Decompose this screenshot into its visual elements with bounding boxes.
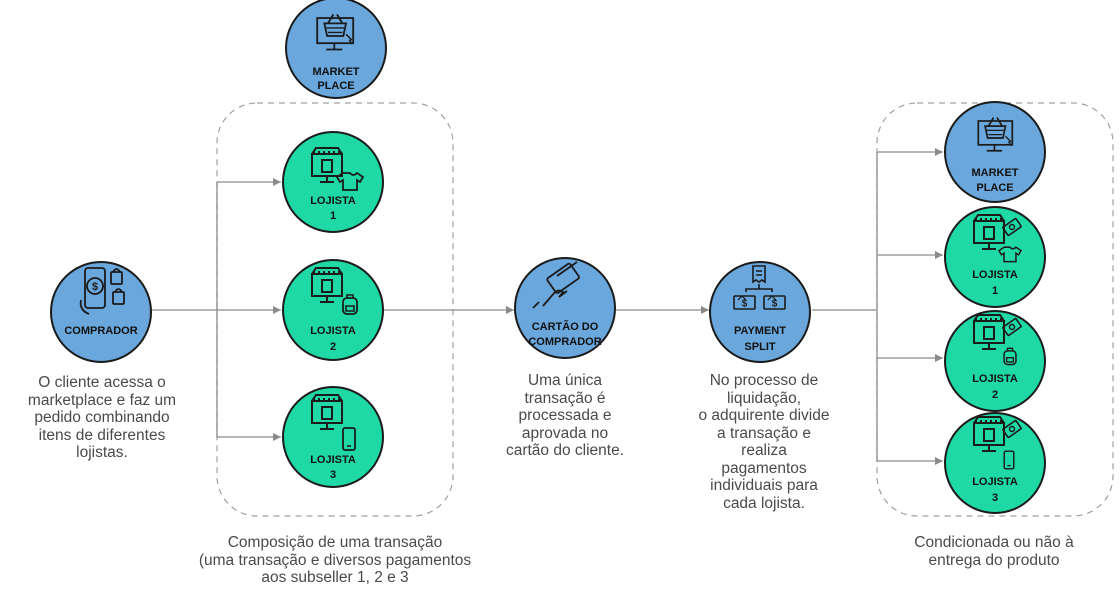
caption-line: cartão do cliente. — [505, 442, 625, 459]
caption-line: Condicionada ou não à — [914, 534, 1074, 551]
caption-line: pagamentos — [721, 459, 807, 477]
lojista3-label-1: LOJISTA — [310, 454, 356, 466]
caption-line: realiza — [741, 442, 787, 459]
node-comprador: $ COMPRADOR — [50, 261, 152, 363]
caption-line: cada lojista. — [723, 494, 805, 512]
lojista3-right-label-1: LOJISTA — [972, 476, 1018, 488]
cartao-label-1: CARTÃO DO — [532, 320, 599, 333]
hand-credit-card-icon — [532, 261, 580, 309]
caption-line: itens de diferentes — [38, 426, 166, 444]
caption-line: No processo de — [709, 372, 819, 389]
cartao-label-2: COMPRADOR — [528, 336, 601, 348]
lojista2-right-label-1: LOJISTA — [972, 373, 1018, 385]
caption-line: a transação e — [717, 424, 811, 442]
lojista3-label-2: 3 — [330, 469, 336, 481]
marketplace-label-1: MARKET — [312, 66, 359, 78]
lojista2-label-1: LOJISTA — [310, 325, 356, 337]
split-label-2: SPLIT — [744, 341, 775, 353]
caption-line: aprovada no — [521, 424, 609, 442]
caption-comprador: O cliente acessa o marketplace e faz um … — [12, 374, 192, 462]
caption-line: O cliente acessa o — [38, 374, 166, 391]
marketplace-right-label-2: PLACE — [976, 182, 1013, 194]
caption-line: o adquirente divide — [698, 407, 830, 424]
node-cartao: CARTÃO DO COMPRADOR — [514, 257, 616, 359]
lojista3-right-label-2: 3 — [992, 492, 998, 504]
lojista1-label-2: 1 — [330, 210, 336, 222]
caption-entrega: Condicionada ou não à entrega do produto — [888, 534, 1100, 569]
node-payment-split: $ $ PAYMENT SPLIT — [709, 261, 811, 363]
caption-line: lojistas. — [76, 444, 128, 461]
caption-line: marketplace e faz um — [27, 391, 177, 409]
node-lojista-1: LOJISTA 1 — [282, 131, 384, 233]
caption-line: processada e — [518, 407, 612, 424]
svg-text:$: $ — [742, 299, 748, 310]
caption-line: entrega do produto — [928, 551, 1060, 569]
caption-cartao: Uma única transação é processada e aprov… — [488, 372, 642, 460]
node-lojista-1-right: LOJISTA 1 — [944, 206, 1046, 308]
caption-line: (uma transação e diversos pagamentos — [198, 551, 472, 569]
caption-line: individuais para — [710, 477, 818, 494]
caption-line: aos subseller 1, 2 e 3 — [261, 569, 409, 586]
marketplace-label-2: PLACE — [317, 80, 354, 92]
node-lojista-2-right: LOJISTA 2 — [944, 310, 1046, 412]
node-lojista-2: LOJISTA 2 — [282, 259, 384, 361]
receipt-split-dollar-bills-icon: $ $ — [733, 265, 786, 310]
lojista2-label-2: 2 — [330, 341, 336, 353]
phone-dollar-shopping-bags-icon: $ — [79, 267, 125, 315]
comprador-label: COMPRADOR — [64, 325, 137, 337]
caption-line: transação é — [524, 389, 606, 407]
node-marketplace-right: MARKET PLACE — [944, 101, 1046, 203]
caption-split: No processo de liquidação, o adquirente … — [684, 372, 844, 512]
split-label-1: PAYMENT — [734, 325, 786, 337]
lojista1-right-label-2: 1 — [992, 285, 998, 297]
connector-lines — [150, 148, 943, 465]
caption-line: liquidação, — [726, 389, 802, 407]
svg-text:$: $ — [92, 281, 98, 293]
caption-line: pedido combinando — [34, 409, 170, 426]
marketplace-right-label-1: MARKET — [971, 167, 1018, 179]
svg-text:$: $ — [772, 299, 778, 310]
caption-line: Composição de uma transação — [227, 534, 443, 551]
lojista1-right-label-1: LOJISTA — [972, 269, 1018, 281]
lojista2-right-label-2: 2 — [992, 389, 998, 401]
lojista1-label-1: LOJISTA — [310, 195, 356, 207]
caption-composicao: Composição de uma transação (uma transaç… — [160, 534, 510, 587]
node-lojista-3: LOJISTA 3 — [282, 386, 384, 488]
node-lojista-3-right: LOJISTA 3 — [944, 412, 1046, 514]
caption-line: Uma única — [527, 372, 603, 389]
node-marketplace-top: MARKET PLACE — [285, 0, 387, 99]
